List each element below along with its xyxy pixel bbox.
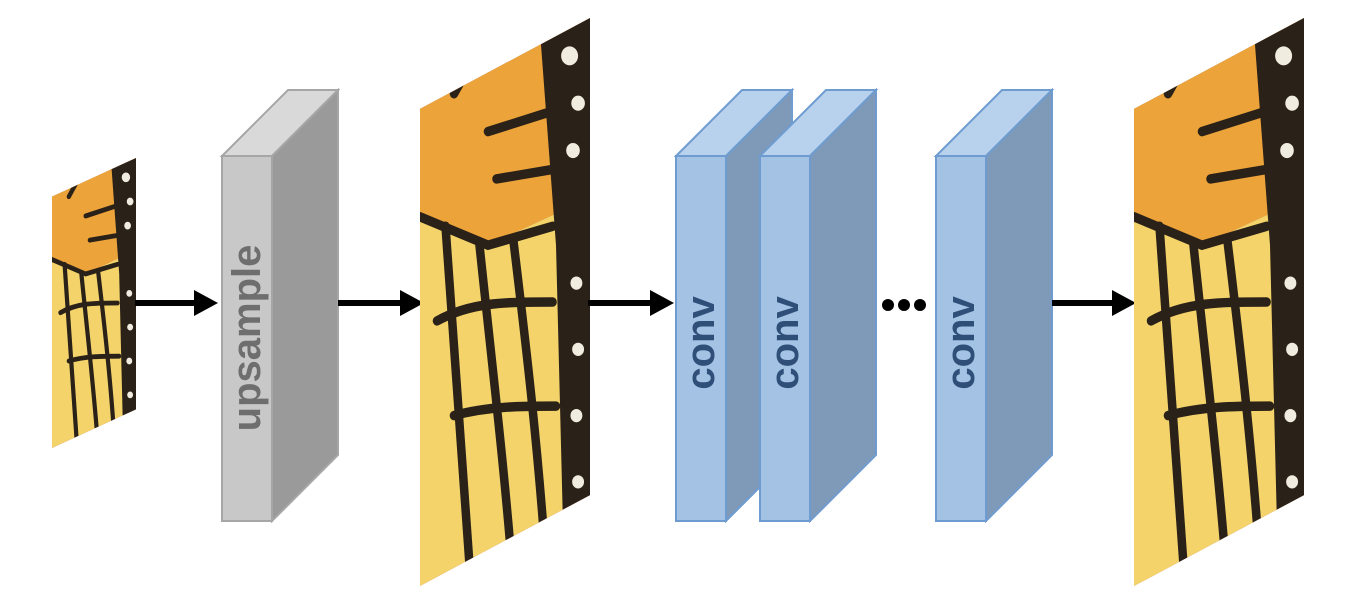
conv-block-3: conv <box>933 87 1055 524</box>
input-image <box>52 158 136 448</box>
arrow-input-to-upsample <box>135 290 218 316</box>
upsample-block: upsample <box>219 87 341 524</box>
upsample-label: upsample <box>225 245 269 432</box>
arrow-conv-to-output <box>1052 290 1136 316</box>
conv-label-3: conv <box>939 296 983 390</box>
conv-block-2: conv <box>757 87 879 524</box>
arrow-image-to-conv <box>588 290 674 316</box>
conv-label-2: conv <box>763 296 807 390</box>
butterfly-wing-high-res-image <box>1134 18 1304 586</box>
conv-label-1: conv <box>679 296 723 390</box>
output-image <box>1134 18 1304 586</box>
ellipsis-dots-icon <box>882 299 926 311</box>
upsampled-image <box>420 18 590 586</box>
butterfly-wing-low-res-image <box>52 158 136 448</box>
butterfly-wing-upsampled-image <box>420 18 590 586</box>
arrow-upsample-to-image <box>338 290 424 316</box>
